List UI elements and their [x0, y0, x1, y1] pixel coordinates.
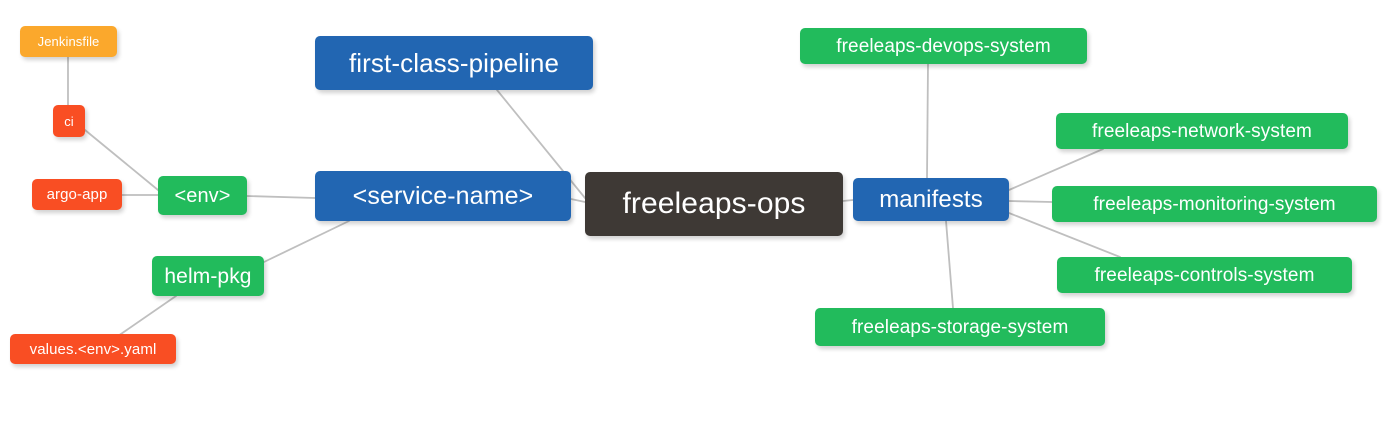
mindmap-node-ci[interactable]: ci — [53, 105, 85, 137]
node-label: freeleaps-monitoring-system — [1093, 193, 1336, 215]
edge-manifests-to-freeleaps-devops-system — [926, 63, 929, 179]
mindmap-node-env[interactable]: <env> — [158, 176, 247, 215]
mindmap-node-freeleaps-controls-system[interactable]: freeleaps-controls-system — [1057, 257, 1352, 293]
mindmap-node-freeleaps-network-system[interactable]: freeleaps-network-system — [1056, 113, 1348, 149]
node-label: <service-name> — [352, 181, 534, 210]
mindmap-node-helm-pkg[interactable]: helm-pkg — [152, 256, 264, 296]
mindmap-node-first-class-pipeline[interactable]: first-class-pipeline — [315, 36, 593, 90]
edge-freeleaps-ops-to-manifests — [842, 199, 854, 202]
node-label: freeleaps-controls-system — [1094, 264, 1315, 286]
node-label: freeleaps-network-system — [1092, 120, 1312, 142]
mindmap-node-manifests[interactable]: manifests — [853, 178, 1009, 221]
node-label: helm-pkg — [164, 264, 252, 288]
node-label: freeleaps-ops — [622, 187, 806, 220]
edge-service-name-to-env — [246, 195, 316, 199]
node-label: <env> — [174, 184, 231, 207]
edge-freeleaps-ops-to-service-name — [570, 198, 586, 203]
node-label: values.<env>.yaml — [29, 340, 157, 358]
edge-manifests-to-freeleaps-monitoring-system — [1008, 200, 1053, 203]
edge-manifests-to-freeleaps-network-system — [1008, 148, 1104, 191]
mindmap-node-values-env-yaml[interactable]: values.<env>.yaml — [10, 334, 176, 364]
edge-helm-pkg-to-values-env-yaml — [117, 295, 177, 337]
mindmap-node-freeleaps-monitoring-system[interactable]: freeleaps-monitoring-system — [1052, 186, 1377, 222]
edge-service-name-to-helm-pkg — [263, 220, 350, 263]
mindmap-node-service-name[interactable]: <service-name> — [315, 171, 571, 221]
node-label: manifests — [879, 185, 983, 213]
mindmap-node-jenkinsfile[interactable]: Jenkinsfile — [20, 26, 117, 57]
edge-manifests-to-freeleaps-storage-system — [945, 220, 954, 309]
node-label: ci — [64, 113, 74, 129]
node-label: freeleaps-storage-system — [851, 316, 1069, 338]
mindmap-node-argo-app[interactable]: argo-app — [32, 179, 122, 210]
node-label: argo-app — [46, 186, 108, 203]
mindmap-node-freeleaps-devops-system[interactable]: freeleaps-devops-system — [800, 28, 1087, 64]
mindmap-node-freeleaps-ops[interactable]: freeleaps-ops — [585, 172, 843, 236]
mindmap-node-freeleaps-storage-system[interactable]: freeleaps-storage-system — [815, 308, 1105, 346]
node-label: first-class-pipeline — [348, 48, 560, 78]
node-label: freeleaps-devops-system — [836, 35, 1051, 57]
node-label: Jenkinsfile — [37, 34, 100, 49]
